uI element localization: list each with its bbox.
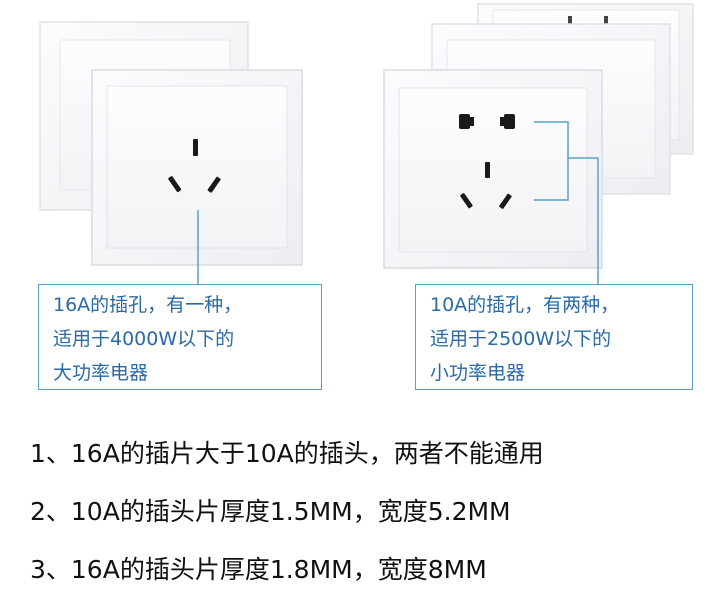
- callout-16a: 16A的插孔，有一种， 适用于4000W以下的 大功率电器: [38, 284, 322, 390]
- callout-line: 16A的插孔，有一种，: [53, 294, 243, 316]
- note-item: 1、16A的插片大于10A的插头，两者不能通用: [30, 439, 544, 468]
- note-item: 3、16A的插头片厚度1.8MM，宽度8MM: [30, 555, 487, 584]
- callout-line: 小功率电器: [430, 362, 526, 384]
- socket-10a: [383, 69, 603, 269]
- socket-16a: [91, 69, 303, 266]
- callout-line: 大功率电器: [53, 362, 149, 384]
- notes-list: 1、16A的插片大于10A的插头，两者不能通用 2、10A的插头片厚度1.5MM…: [30, 425, 700, 599]
- note-item: 2、10A的插头片厚度1.5MM，宽度5.2MM: [30, 497, 511, 526]
- callout-10a: 10A的插孔，有两种， 适用于2500W以下的 小功率电器: [415, 284, 693, 390]
- callout-line: 适用于2500W以下的: [430, 328, 612, 350]
- callout-line: 适用于4000W以下的: [53, 328, 235, 350]
- callout-line: 10A的插孔，有两种，: [430, 294, 620, 316]
- socket-photo: [39, 3, 694, 284]
- leader-line-right: [534, 121, 599, 284]
